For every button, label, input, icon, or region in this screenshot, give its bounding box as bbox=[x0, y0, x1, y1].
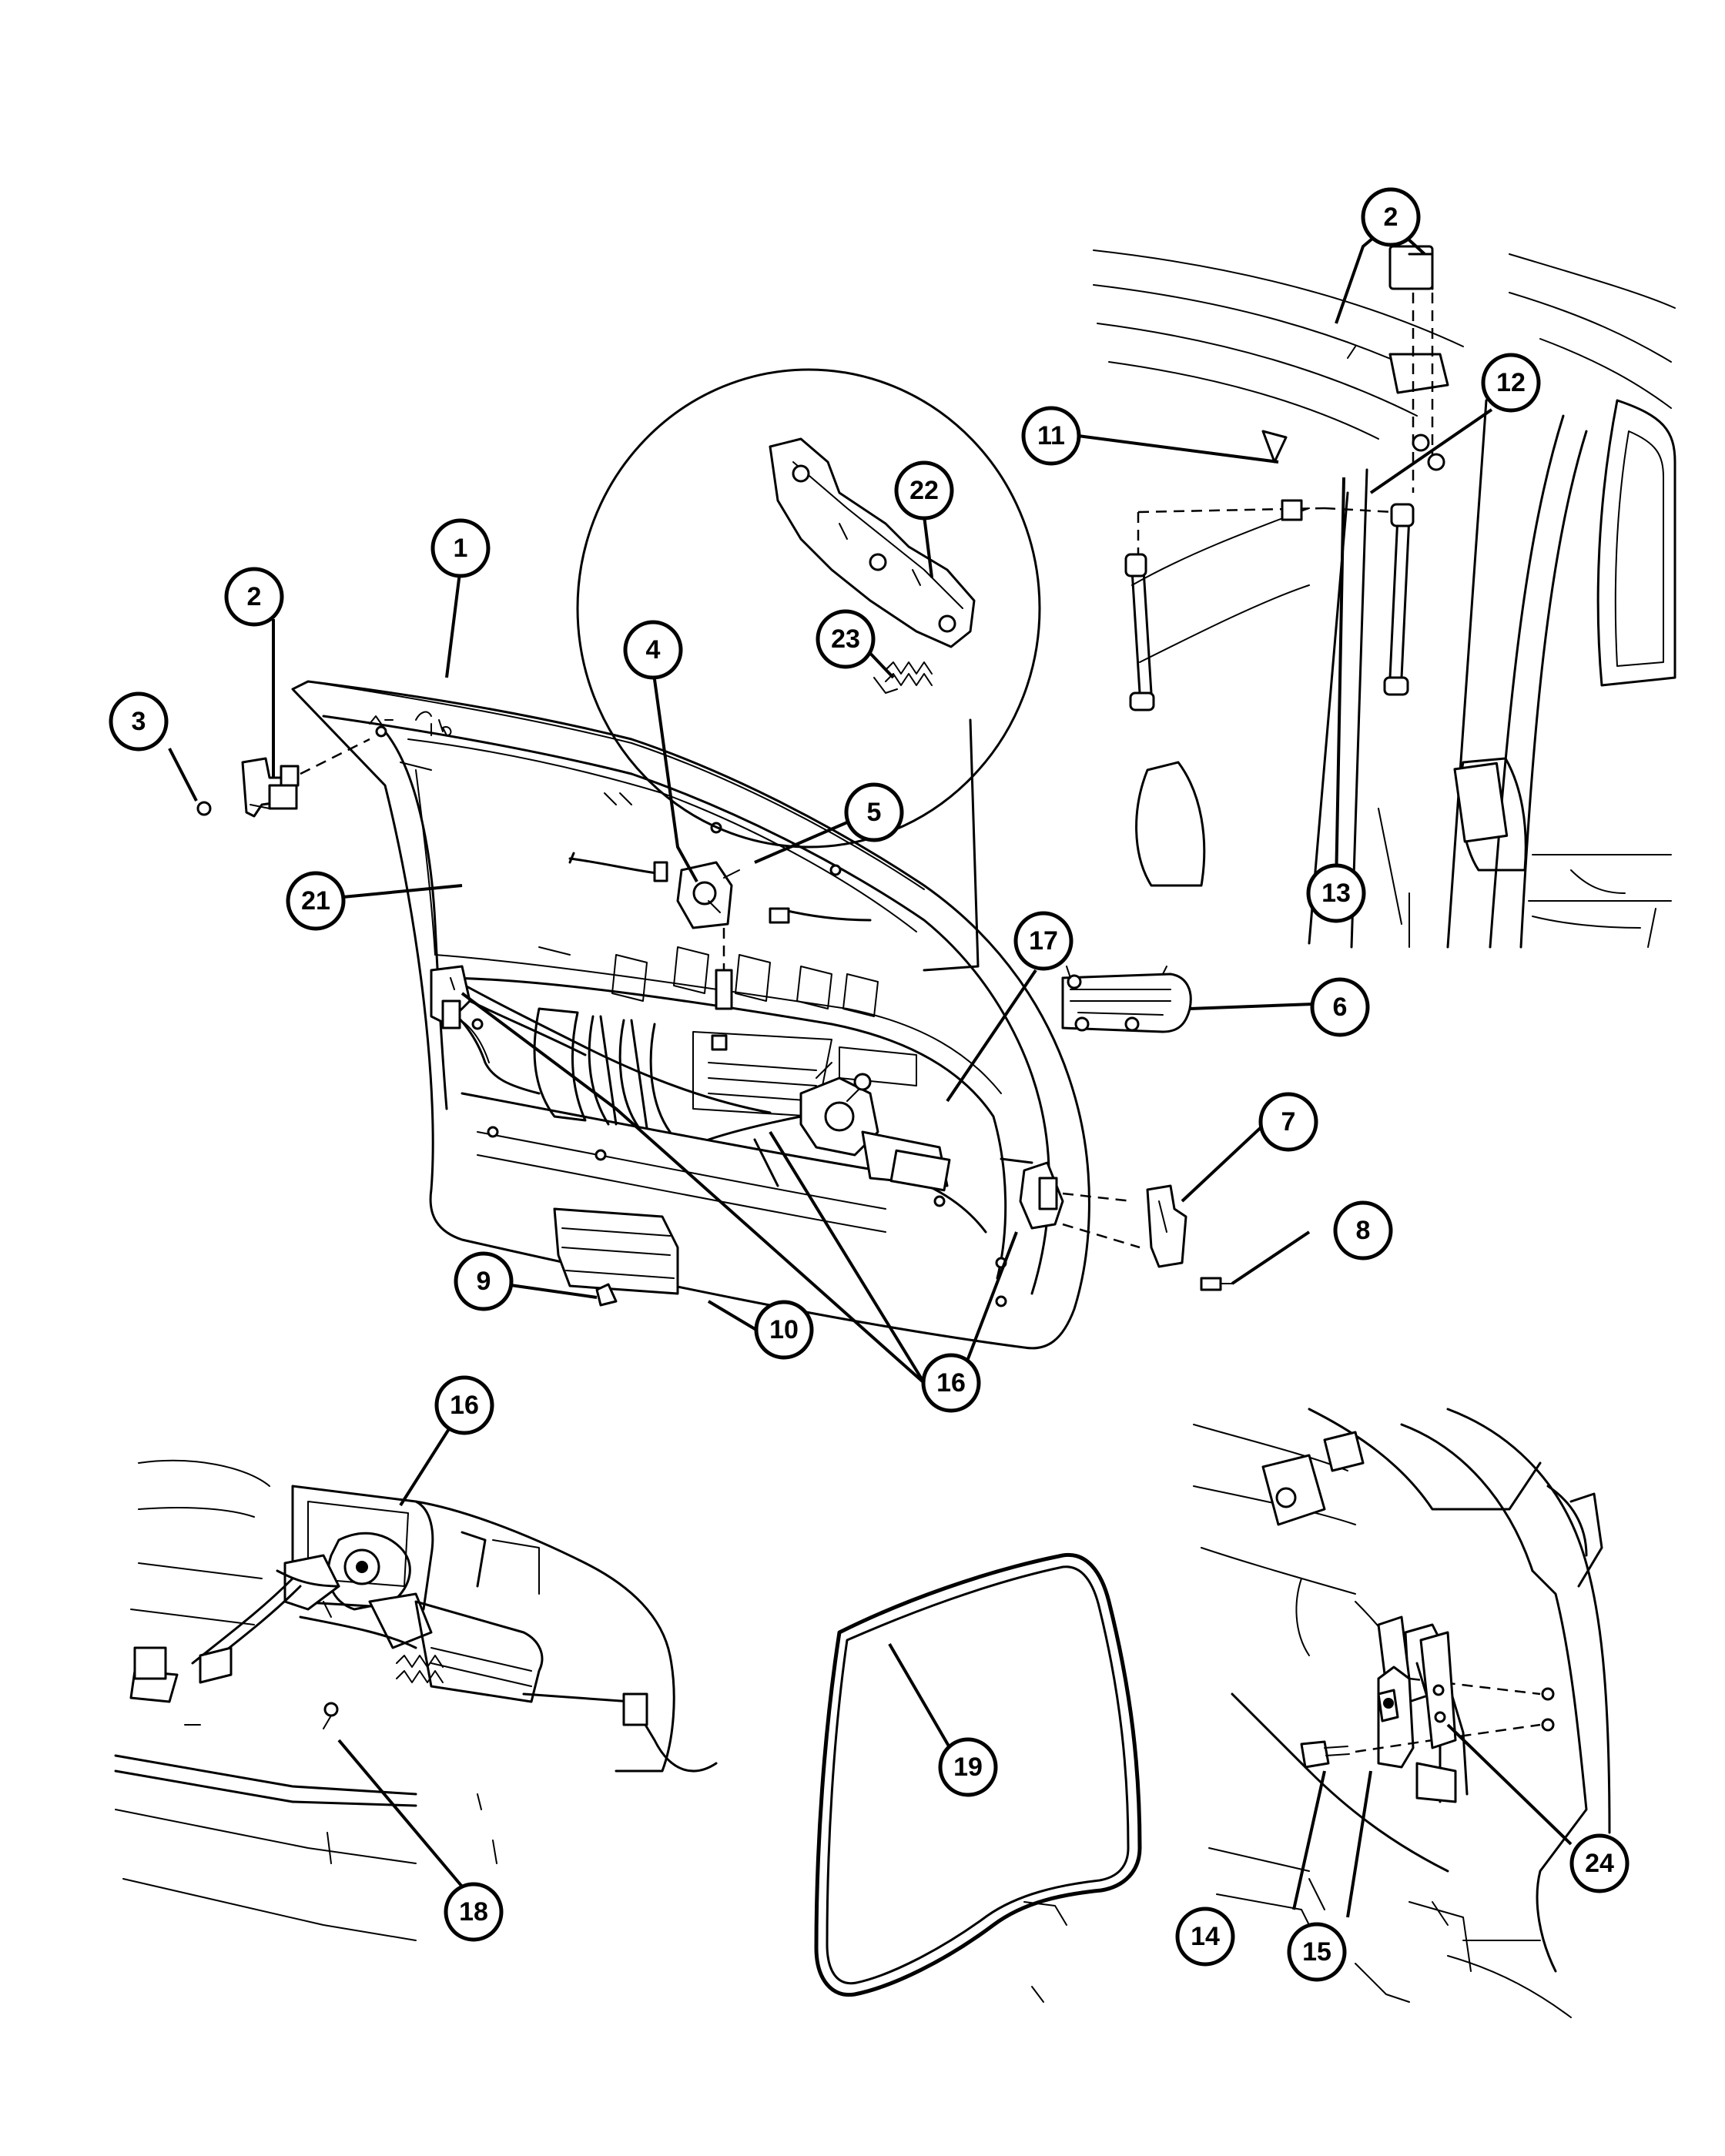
callout-6: 6 bbox=[1310, 977, 1370, 1037]
callouts: 1 2 2 3 4 5 6 7 8 9 10 11 12 13 14 15 16… bbox=[109, 187, 1630, 1982]
callout-1: 1 bbox=[430, 518, 491, 578]
svg-text:13: 13 bbox=[1321, 879, 1351, 908]
svg-text:23: 23 bbox=[831, 624, 860, 654]
svg-text:17: 17 bbox=[1029, 926, 1058, 956]
striker bbox=[1146, 1184, 1233, 1291]
svg-text:1: 1 bbox=[454, 534, 468, 563]
callout-15: 15 bbox=[1287, 1922, 1347, 1982]
svg-text:8: 8 bbox=[1356, 1216, 1371, 1245]
callout-11: 11 bbox=[1021, 406, 1081, 466]
callout-21: 21 bbox=[286, 871, 346, 931]
panel-holes bbox=[375, 711, 1007, 1307]
callout-17: 17 bbox=[1013, 911, 1074, 971]
svg-text:16: 16 bbox=[450, 1391, 479, 1420]
hinge-left bbox=[196, 738, 370, 818]
callout-9: 9 bbox=[454, 1251, 514, 1311]
svg-text:5: 5 bbox=[867, 798, 882, 827]
outside-handle bbox=[1061, 966, 1192, 1033]
svg-text:22: 22 bbox=[909, 476, 939, 505]
callout-8: 8 bbox=[1333, 1200, 1393, 1260]
svg-text:7: 7 bbox=[1281, 1107, 1296, 1137]
bumper-plate bbox=[553, 1207, 679, 1307]
callout-2-top: 2 bbox=[1361, 187, 1421, 247]
weatherstrip-seal bbox=[814, 1552, 1142, 2003]
callout-7: 7 bbox=[1258, 1092, 1318, 1152]
callout-23: 23 bbox=[816, 609, 876, 669]
callout-4: 4 bbox=[623, 620, 683, 680]
svg-text:18: 18 bbox=[459, 1897, 488, 1927]
inner-panel-ribs bbox=[533, 946, 917, 1133]
svg-text:11: 11 bbox=[1037, 421, 1065, 450]
svg-text:10: 10 bbox=[769, 1315, 799, 1344]
latch-handle-mechanism bbox=[676, 861, 740, 1010]
svg-text:6: 6 bbox=[1333, 993, 1348, 1022]
latch-detail-view bbox=[114, 1459, 718, 1941]
liftgate-assembly bbox=[291, 680, 1141, 1350]
callout-12: 12 bbox=[1481, 353, 1541, 413]
svg-text:2: 2 bbox=[1384, 203, 1398, 232]
callout-16-detail: 16 bbox=[434, 1375, 494, 1435]
svg-text:19: 19 bbox=[953, 1753, 983, 1782]
svg-text:21: 21 bbox=[301, 886, 330, 916]
svg-text:16: 16 bbox=[936, 1368, 966, 1398]
svg-text:24: 24 bbox=[1585, 1849, 1614, 1878]
callout-19: 19 bbox=[938, 1737, 998, 1797]
latch-and-actuator bbox=[707, 1062, 951, 1192]
body-opening-view bbox=[1093, 245, 1676, 949]
pillar-detail-view bbox=[1193, 1408, 1611, 2018]
svg-text:4: 4 bbox=[646, 635, 661, 665]
inset-detail bbox=[576, 368, 1041, 972]
right-latch bbox=[1000, 1157, 1141, 1249]
callout-22: 22 bbox=[894, 460, 954, 521]
svg-text:2: 2 bbox=[247, 582, 262, 611]
callout-18: 18 bbox=[444, 1882, 504, 1942]
svg-text:9: 9 bbox=[477, 1267, 491, 1296]
callout-24: 24 bbox=[1569, 1833, 1630, 1893]
callout-3: 3 bbox=[109, 691, 169, 752]
leader-lines bbox=[168, 222, 1573, 1918]
callout-14: 14 bbox=[1175, 1907, 1235, 1967]
callout-10: 10 bbox=[754, 1300, 814, 1360]
callout-13: 13 bbox=[1306, 863, 1366, 923]
left-latch bbox=[430, 965, 471, 1029]
svg-text:12: 12 bbox=[1496, 368, 1526, 397]
svg-text:3: 3 bbox=[132, 707, 146, 736]
callout-2-left: 2 bbox=[224, 567, 284, 627]
svg-text:15: 15 bbox=[1302, 1937, 1331, 1967]
callout-5: 5 bbox=[844, 782, 904, 842]
callout-16-center: 16 bbox=[921, 1353, 981, 1413]
svg-text:14: 14 bbox=[1191, 1922, 1220, 1951]
